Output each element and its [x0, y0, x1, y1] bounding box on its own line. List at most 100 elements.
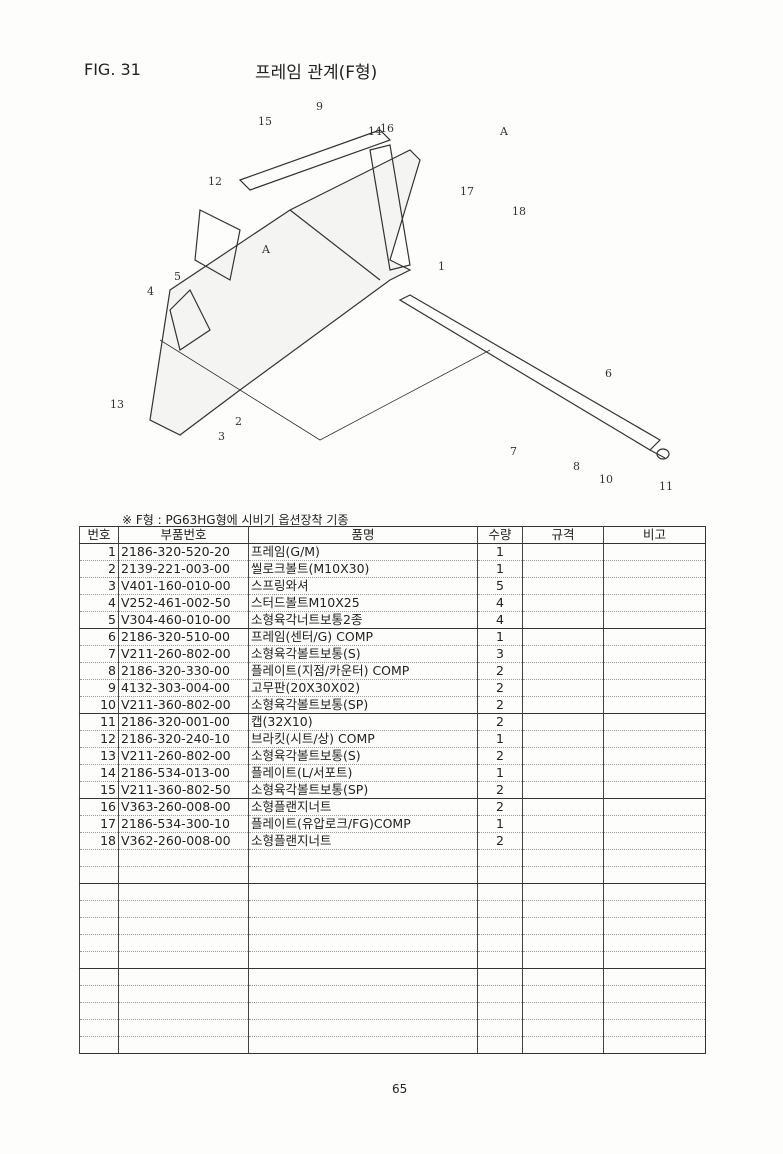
table-cell	[79, 883, 119, 901]
table-cell	[603, 968, 706, 986]
table-cell: 2	[477, 832, 523, 850]
table-cell: 5	[477, 577, 523, 595]
table-cell	[522, 1019, 604, 1037]
table-cell	[522, 679, 604, 697]
table-row	[79, 900, 706, 918]
table-cell	[118, 883, 249, 901]
table-cell: 3	[477, 645, 523, 663]
table-cell	[118, 917, 249, 935]
table-cell	[522, 866, 604, 884]
table-cell	[79, 985, 119, 1003]
table-cell	[522, 628, 604, 646]
table-cell	[248, 917, 478, 935]
table-cell: 2186-320-001-00	[118, 713, 249, 731]
table-cell	[522, 611, 604, 629]
table-cell: V362-260-008-00	[118, 832, 249, 850]
table-cell	[248, 866, 478, 884]
table-cell: 소형육각너트보통2종	[248, 611, 478, 629]
table-cell	[79, 1019, 119, 1037]
table-cell	[522, 832, 604, 850]
table-cell	[522, 713, 604, 731]
table-cell: 14	[79, 764, 119, 782]
table-cell: 2	[477, 662, 523, 680]
table-cell	[248, 968, 478, 986]
column-header: 비고	[603, 526, 706, 544]
table-cell	[79, 1002, 119, 1020]
callout-4: 4	[147, 285, 154, 298]
main-frame	[149, 129, 421, 436]
table-cell: 3	[79, 577, 119, 595]
table-cell	[522, 645, 604, 663]
table-cell	[522, 747, 604, 765]
callout-9: 9	[316, 100, 323, 113]
table-cell	[603, 832, 706, 850]
table-row	[79, 1036, 706, 1054]
table-cell	[522, 781, 604, 799]
table-cell	[477, 849, 523, 867]
table-cell: V363-260-008-00	[118, 798, 249, 816]
table-row	[79, 934, 706, 952]
table-cell	[118, 1002, 249, 1020]
page-number: 65	[392, 1082, 408, 1096]
table-cell	[522, 662, 604, 680]
table-cell: 8	[79, 662, 119, 680]
table-cell	[248, 1002, 478, 1020]
table-cell	[522, 900, 604, 918]
callout-3: 3	[218, 430, 225, 443]
column-header: 번호	[79, 526, 119, 544]
table-row	[79, 849, 706, 867]
table-cell: 1	[477, 730, 523, 748]
table-cell	[603, 1019, 706, 1037]
table-cell	[603, 951, 706, 969]
table-cell: V211-260-802-00	[118, 645, 249, 663]
table-cell: 16	[79, 798, 119, 816]
table-cell: 1	[477, 543, 523, 561]
table-cell: 5	[79, 611, 119, 629]
table-cell	[477, 866, 523, 884]
table-cell	[522, 1002, 604, 1020]
table-cell	[603, 934, 706, 952]
table-row	[79, 917, 706, 935]
table-cell: 고무판(20X30X02)	[248, 679, 478, 697]
table-cell	[603, 662, 706, 680]
table-cell	[603, 849, 706, 867]
table-cell	[79, 1036, 119, 1054]
table-cell	[118, 1036, 249, 1054]
table-cell: 10	[79, 696, 119, 714]
table-cell	[522, 883, 604, 901]
table-cell: 13	[79, 747, 119, 765]
callout-6: 6	[605, 367, 612, 380]
table-cell	[118, 951, 249, 969]
table-cell	[79, 934, 119, 952]
table-cell	[522, 730, 604, 748]
table-cell	[522, 917, 604, 935]
table-cell	[522, 696, 604, 714]
page-title: 프레임 관계(F형)	[255, 63, 378, 83]
table-cell: 2	[477, 747, 523, 765]
table-cell	[248, 985, 478, 1003]
table-cell: 2186-320-520-20	[118, 543, 249, 561]
table-cell	[522, 934, 604, 952]
table-cell: 15	[79, 781, 119, 799]
table-cell: 소형육각볼트보통(S)	[248, 645, 478, 663]
table-cell	[603, 866, 706, 884]
callout-17: 17	[460, 185, 474, 198]
table-cell: 1	[477, 560, 523, 578]
center-frame-pipe	[398, 294, 670, 460]
table-cell: 11	[79, 713, 119, 731]
table-cell: 12	[79, 730, 119, 748]
table-row	[79, 968, 706, 986]
table-cell	[248, 1019, 478, 1037]
table-cell: 4	[477, 594, 523, 612]
table-cell	[477, 934, 523, 952]
table-cell	[477, 1002, 523, 1020]
